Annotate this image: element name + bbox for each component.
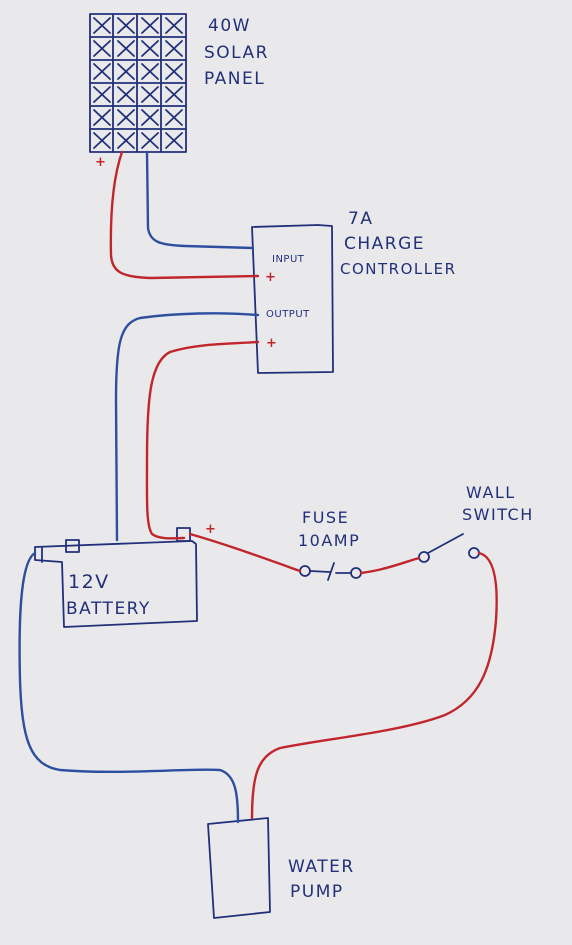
solar-cell-cross [165, 63, 183, 80]
solar-cell-cross [117, 86, 135, 103]
fuse-label-line2: 10AMP [298, 531, 360, 550]
solar-cell-cross [165, 17, 183, 34]
solar-cell-cross [93, 109, 111, 126]
solar-panel-label-line2: SOLAR [204, 43, 269, 63]
controller-input-label: INPUT [272, 254, 305, 265]
solar-panel-cells [93, 17, 183, 149]
battery-to-fuse-wire [188, 532, 302, 573]
solar-cell-cross [117, 17, 135, 34]
solar-cell-cross [93, 17, 111, 34]
panel-to-controller-negative-wire [145, 150, 255, 250]
solar-cell-cross [117, 40, 135, 57]
negative-wiring [18, 150, 260, 824]
switch-label-line2: SWITCH [462, 505, 534, 524]
pump-label-line1: WATER [288, 857, 355, 877]
battery-label-line1: 12V [68, 571, 110, 593]
solar-cell-cross [93, 63, 111, 80]
switch-to-pump-positive-wire [250, 551, 498, 820]
solar-cell-cross [141, 132, 159, 149]
wall-switch [418, 533, 480, 563]
fuse-label-line1: FUSE [302, 508, 349, 527]
solar-panel [89, 13, 187, 153]
controller-label-line1: 7A [348, 209, 373, 229]
solar-panel-label-line3: PANEL [204, 69, 265, 89]
controller-output-label: OUTPUT [266, 309, 310, 320]
solar-cell-cross [117, 109, 135, 126]
solar-cell-cross [93, 132, 111, 149]
controller-to-battery-positive-wire [145, 340, 260, 540]
fuse-to-switch-wire [359, 556, 421, 575]
solar-cell-cross [165, 132, 183, 149]
solar-cell-cross [165, 109, 183, 126]
solar-cell-cross [141, 63, 159, 80]
controller-output-positive-mark: + [266, 336, 277, 351]
solar-cell-cross [165, 40, 183, 57]
solar-cell-cross [117, 63, 135, 80]
controller-input-positive-mark: + [265, 270, 276, 285]
switch-label-line1: WALL [466, 483, 516, 502]
solar-cell-cross [93, 40, 111, 57]
panel-positive-mark: + [95, 155, 106, 170]
battery-to-pump-negative-wire [18, 551, 240, 824]
solar-cell-cross [141, 40, 159, 57]
solar-cell-cross [117, 132, 135, 149]
controller-label-line3: CONTROLLER [340, 260, 457, 278]
battery-label-line2: BATTERY [66, 599, 151, 619]
controller-label-line2: CHARGE [344, 234, 425, 254]
solar-cell-cross [141, 86, 159, 103]
positive-wiring [109, 150, 498, 820]
solar-cell-cross [93, 86, 111, 103]
solar-panel-grid [89, 13, 187, 153]
battery-positive-mark: + [205, 522, 216, 537]
fuse [299, 562, 362, 581]
solar-cell-cross [141, 17, 159, 34]
panel-to-controller-positive-wire [109, 150, 260, 280]
charge-controller [251, 224, 334, 374]
controller-to-battery-negative-wire [114, 312, 260, 542]
solar-panel-label-line1: 40W [208, 16, 251, 36]
battery-negative-terminal [65, 539, 80, 553]
pump-label-line2: PUMP [290, 882, 344, 902]
solar-cell-cross [141, 109, 159, 126]
water-pump [207, 817, 271, 919]
solar-cell-cross [165, 86, 183, 103]
